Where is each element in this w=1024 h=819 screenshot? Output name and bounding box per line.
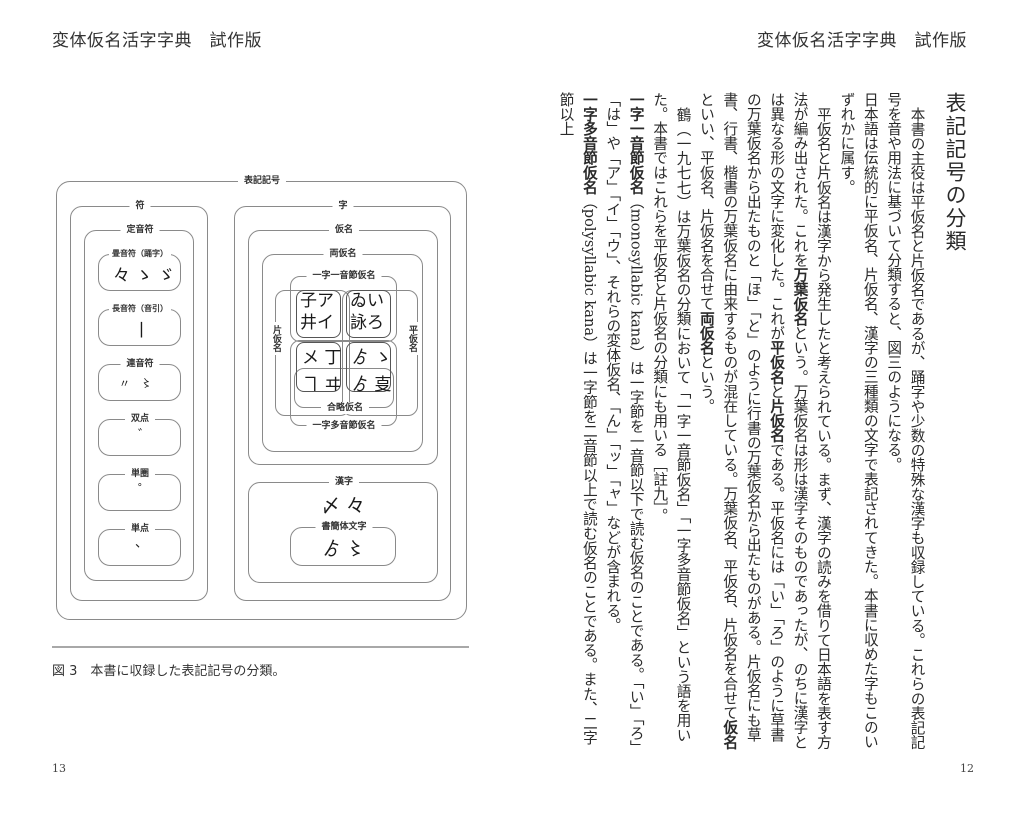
text-run: といい、平仮名、片仮名を合せて <box>697 92 715 311</box>
label-goryaku: 合略仮名 <box>320 402 370 414</box>
box-kana: 仮名 <box>248 224 438 465</box>
glyphs-hiragana-poly: ゟ ゝ <box>352 348 392 368</box>
paragraph: 鶴（一九七七）は万葉仮名の分類において「一字一音節仮名」「一字多音節仮名」という… <box>648 92 695 752</box>
running-head-right: 変体仮名活字字典 試作版 <box>757 31 967 51</box>
glyphs-renonfu: 〃 〻 <box>119 377 152 390</box>
bold-term: 一字一音節仮名 <box>627 92 645 195</box>
text-run: 平仮名と片仮名は漢字から発生したと考えられている。まず、漢字の読みを借りて日本語… <box>791 92 832 749</box>
glyphs-hiragana-goryaku: ゟ 㕝 <box>352 375 392 395</box>
section-title: 表記記号の分類 <box>943 92 967 253</box>
cell-katakana-mono <box>296 290 341 338</box>
box-tanten: 単点 、 <box>98 523 181 566</box>
paragraph: 日本語は伝統的に平仮名、片仮名、漢字の三種類の文字で表記されてきた。本書に収めた… <box>835 92 882 752</box>
box-monosyllabic: 一字一音節仮名 <box>290 270 397 342</box>
glyphs-soten: ゛ <box>138 428 152 443</box>
text-run: 本書の主役は平仮名と片仮名であるが、踊字や少数の特殊な漢字も収録している。これら… <box>885 92 926 749</box>
bold-term: 平仮名 <box>768 340 786 385</box>
body-text-vertical: 表記記号の分類 本書の主役は平仮名と片仮名であるが、踊字や少数の特殊な漢字も収録… <box>554 92 968 752</box>
text-run: 鶴（一九七七）は万葉仮名の分類において「一字一音節仮名」「一字多音節仮名」という… <box>651 92 692 742</box>
text-run: という。万葉仮名は形は漢字そのものであったが、のちに漢字とは異なる形の文字に変化… <box>768 92 809 750</box>
glyphs-kanji: 〆 々 <box>321 495 366 517</box>
glyphs-tanten: 、 <box>135 536 149 551</box>
label-soten: 双点 <box>124 413 156 425</box>
paragraph: 一字一音節仮名（monosyllabic kana）は一字節を一音節以下で読む仮… <box>601 92 648 752</box>
label-chouonfu: 長音符（音引） <box>109 303 171 315</box>
box-fu: 符 <box>70 200 208 601</box>
label-ryoukana: 両仮名 <box>323 248 363 260</box>
label-shokantai: 書簡体文字 <box>315 521 373 533</box>
label-ji: 字 <box>332 200 354 212</box>
cell-hiragana-poly <box>346 342 391 392</box>
bold-term: 万葉仮名 <box>791 267 809 326</box>
running-head-left: 変体仮名活字字典 試作版 <box>52 31 262 51</box>
glyphs-joonfu: 々 ゝ ゞ <box>113 266 175 286</box>
text-run: である。平仮名には「い」「ろ」のように草書の万葉仮名から出たものと「ほ」「と」の… <box>721 92 786 742</box>
paragraph: 一字多音節仮名（polysyllabic kana）は一字節を二音節以上で読む仮… <box>554 92 601 752</box>
glyphs-hiragana-mono: ゐい 詠ろ <box>350 291 384 333</box>
cell-katakana-poly <box>296 342 341 392</box>
bold-term: 一字多音節仮名 <box>580 92 598 195</box>
text-run: という。 <box>697 354 715 414</box>
box-ji: 字 <box>234 200 451 601</box>
box-tanken: 単圏 ゜ <box>98 468 181 511</box>
bold-term: 両仮名 <box>697 311 715 355</box>
label-hyoki-kigo: 表記記号 <box>237 175 287 187</box>
box-polysyllabic: 一字多音節仮名 <box>290 340 397 432</box>
label-tanten: 単点 <box>124 523 156 535</box>
label-renonfu: 連音符 <box>120 358 160 370</box>
page-number-left: 13 <box>52 762 66 775</box>
box-renonfu: 連音符 〃 〻 <box>98 358 181 401</box>
text-run: 日本語は伝統的に平仮名、片仮名、漢字の三種類の文字で表記されてきた。本書に収めた… <box>838 92 879 749</box>
text-run: （polysyllabic kana）は一字節を二音節以上で読む仮名のことである… <box>557 92 598 745</box>
page-number-right: 12 <box>960 762 974 775</box>
glyphs-katakana-poly: メ 丁 <box>302 348 342 368</box>
paragraphs: 本書の主役は平仮名と片仮名であるが、踊字や少数の特殊な漢字も収録している。これら… <box>554 92 929 752</box>
text-run: （monosyllabic kana）は一字節を一音節以下で読む仮名のことである… <box>604 92 645 748</box>
label-polysyllabic: 一字多音節仮名 <box>306 420 382 432</box>
box-joonfu: 畳音符（踊字） 々 ゝ ゞ <box>98 248 181 291</box>
label-teionfu: 定音符 <box>120 224 160 236</box>
box-goryaku: 合略仮名 <box>294 368 394 414</box>
glyphs-katakana-mono: 子ア 井イ <box>300 291 334 333</box>
label-monosyllabic: 一字一音節仮名 <box>306 270 382 282</box>
paragraph: 平仮名と片仮名は漢字から発生したと考えられている。まず、漢字の読みを借りて日本語… <box>695 92 835 752</box>
box-kanji: 漢字 〆 々 <box>248 476 438 583</box>
label-katakana: 片仮名 <box>270 322 282 355</box>
bold-term: 片仮名 <box>768 398 786 443</box>
label-hiragana: 平仮名 <box>406 322 418 355</box>
figure-caption: 図 3 本書に収録した表記記号の分類。 <box>52 664 286 679</box>
label-joonfu: 畳音符（踊字） <box>109 248 171 260</box>
label-tanken: 単圏 <box>124 468 156 480</box>
paragraph: 本書の主役は平仮名と片仮名であるが、踊字や少数の特殊な漢字も収録している。これら… <box>882 92 929 752</box>
glyphs-shokantai: ゟ 〻 <box>323 539 365 560</box>
box-teionfu: 定音符 <box>84 224 194 581</box>
cell-hiragana-mono <box>346 290 391 338</box>
box-hyoki-kigo: 表記記号 <box>56 175 467 620</box>
glyphs-chouonfu: 丨 <box>133 321 150 341</box>
box-chouonfu: 長音符（音引） 丨 <box>98 303 181 346</box>
label-fu: 符 <box>129 200 151 212</box>
bold-term: 仮名 <box>721 719 739 750</box>
label-kanji: 漢字 <box>328 476 360 488</box>
text-run: と <box>768 384 786 399</box>
glyphs-katakana-goryaku: ヿ ヰ <box>302 375 342 395</box>
box-soten: 双点 ゛ <box>98 413 181 456</box>
glyphs-tanken: ゜ <box>138 483 152 498</box>
box-ryoukana: 両仮名 <box>262 248 423 452</box>
box-shokantai: 書簡体文字 ゟ 〻 <box>290 521 396 566</box>
label-kana: 仮名 <box>328 224 360 236</box>
caption-rule <box>52 646 469 648</box>
